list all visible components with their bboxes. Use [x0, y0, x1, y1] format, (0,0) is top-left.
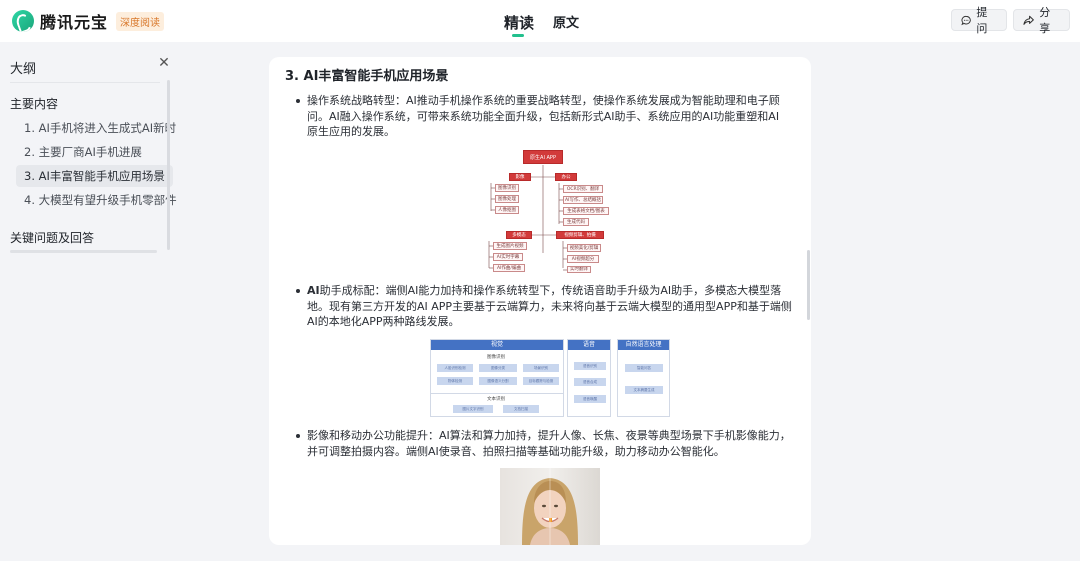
mindmap-leaf: AI实时字幕 [493, 253, 523, 261]
ai-capability-diagram: 视觉 图像识别 人脸识别检测 图像分类 场景识别 物体检测 图像语义分割 目标跟… [430, 339, 670, 417]
mindmap-leaf: 视频美化/剪辑 [567, 244, 601, 252]
capability-cell: 目标跟踪与检测 [523, 377, 559, 385]
capability-cell: 语音识别 [574, 362, 606, 370]
mindmap-branch-video: 视频剪辑、拍摄 [556, 231, 604, 239]
mindmap-leaf: 图像识别 [495, 184, 519, 192]
mindmap-leaf: 图像处理 [495, 195, 519, 203]
mindmap-branch-imaging: 影像 [509, 173, 531, 181]
capability-cell: 文本摘要生成 [625, 386, 663, 394]
mindmap-root: 原生AI APP [523, 150, 563, 164]
panel-header: 视觉 [431, 340, 563, 350]
panel-header: 自然语言处理 [618, 340, 669, 350]
chat-bubble-icon [961, 15, 971, 25]
panel-speech: 语音 语音识别 语音合成 语音唤醒 [567, 339, 611, 417]
share-button[interactable]: 分享 [1013, 6, 1070, 35]
article-scrollbar[interactable] [807, 250, 810, 320]
bullet-text: 影像和移动办公功能提升：AI算法和算力加持，提升人像、长焦、夜景等典型场景下手机… [307, 429, 791, 458]
ask-button[interactable]: 提问 [951, 6, 1007, 35]
mindmap-leaf: 人像抠图 [495, 206, 519, 214]
share-button-label: 分享 [1039, 6, 1051, 35]
bullet-lead: AI [307, 284, 320, 297]
group-label: 文本识别 [487, 397, 505, 402]
outline-section-key-questions[interactable]: 关键问题及回答 [10, 231, 95, 245]
outline-item-1[interactable]: 1. AI手机将进入生成式AI新时 [24, 121, 177, 135]
sidebar-horizontal-scrollbar[interactable] [10, 250, 157, 253]
mindmap-leaf: AI视频超分 [567, 255, 599, 263]
outline-sidebar: 大纲 ✕ 主要内容 1. AI手机将进入生成式AI新时 2. 主要厂商AI手机进… [0, 42, 177, 561]
close-icon[interactable]: ✕ [158, 55, 170, 71]
mindmap-branch-multimodal: 多模态 [506, 231, 532, 239]
article-panel: 3. AI丰富智能手机应用场景 操作系统战略转型：AI推动手机操作系统的重要战略… [269, 57, 811, 545]
ai-app-mindmap-diagram: 原生AI APP 影像 办公 多模态 视频剪辑、拍摄 图像识别 图像处理 人像抠… [479, 149, 621, 273]
brand-logo[interactable]: 腾讯元宝 深度阅读 [12, 9, 165, 33]
bullet-os-transformation: 操作系统战略转型：AI推动手机操作系统的重要战略转型，使操作系统发展成为智能助理… [296, 93, 785, 140]
bullet-text: 助手成标配：端侧AI能力加持和操作系统转型下，传统语音助手升级为AI助手，多模态… [307, 284, 792, 328]
capability-cell: 物体检测 [437, 377, 473, 385]
panel-divider [431, 393, 563, 394]
portrait-photo [500, 468, 600, 545]
panel-header: 语音 [568, 340, 610, 350]
panel-vision: 视觉 图像识别 人脸识别检测 图像分类 场景识别 物体检测 图像语义分割 目标跟… [430, 339, 564, 417]
capability-cell: 文档扫描 [503, 405, 539, 413]
mindmap-branch-office: 办公 [555, 173, 577, 181]
capability-cell: 图片文字识别 [453, 405, 493, 413]
outline-title: 大纲 [10, 62, 37, 77]
capability-cell: 语音唤醒 [574, 395, 606, 403]
mindmap-leaf: 生成表格文档/图表 [563, 207, 609, 215]
bullet-text: 操作系统战略转型：AI推动手机操作系统的重要战略转型，使操作系统发展成为智能助理… [307, 94, 780, 138]
outline-item-3-active[interactable]: 3. AI丰富智能手机应用场景 [16, 165, 173, 187]
ask-button-label: 提问 [976, 6, 988, 35]
yuanbao-logo-icon [12, 10, 34, 32]
mindmap-leaf: AI写作、总结概括 [563, 196, 603, 204]
capability-cell: 智能问答 [625, 364, 663, 372]
deep-reading-badge: 深度阅读 [116, 11, 165, 31]
tab-original-text[interactable]: 原文 [553, 16, 580, 31]
panel-nlp: 自然语言处理 智能问答 文本摘要生成 [617, 339, 670, 417]
sidebar-scrollbar[interactable] [167, 80, 170, 250]
bullet-imaging-office: 影像和移动办公功能提升：AI算法和算力加持，提升人像、长焦、夜景等典型场景下手机… [296, 428, 793, 459]
outline-section-main-content[interactable]: 主要内容 [10, 97, 59, 111]
section-title: 3. AI丰富智能手机应用场景 [285, 69, 449, 84]
share-arrow-icon [1023, 15, 1034, 25]
top-bar: 腾讯元宝 深度阅读 精读 原文 提问 分享 [0, 0, 1080, 42]
group-label: 图像识别 [487, 355, 505, 360]
capability-cell: 图像语义分割 [479, 377, 517, 385]
outline-item-2[interactable]: 2. 主要厂商AI手机进展 [24, 145, 142, 159]
mindmap-leaf: AI作曲/编曲 [493, 264, 525, 272]
active-tab-indicator [512, 34, 524, 37]
bullet-ai-assistant: AI助手成标配：端侧AI能力加持和操作系统转型下，传统语音助手升级为AI助手，多… [296, 283, 793, 330]
tab-intensive-reading[interactable]: 精读 [504, 14, 535, 32]
capability-cell: 图像分类 [479, 364, 517, 372]
sidebar-divider [10, 82, 160, 83]
outline-item-4[interactable]: 4. 大模型有望升级手机零部件 [24, 193, 177, 207]
brand-name: 腾讯元宝 [40, 13, 109, 32]
mindmap-leaf: 生成代码 [563, 218, 589, 226]
capability-cell: 语音合成 [574, 378, 606, 386]
mindmap-leaf: 实时翻译 [567, 266, 591, 273]
mindmap-leaf: OCR识别、翻译 [563, 185, 603, 193]
portrait-illustration [522, 468, 578, 545]
capability-cell: 场景识别 [523, 364, 559, 372]
capability-cell: 人脸识别检测 [437, 364, 473, 372]
mindmap-leaf: 生成图片视频 [493, 242, 527, 250]
